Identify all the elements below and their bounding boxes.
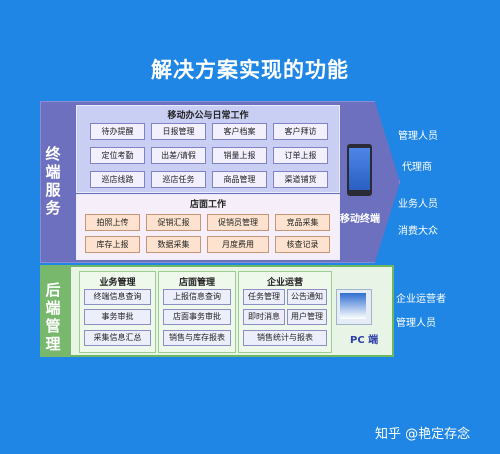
backend-management-side bbox=[40, 265, 71, 357]
cell-mobile-1-1: 出差/请假 bbox=[151, 147, 206, 164]
cell-store-1-2: 月度费用 bbox=[207, 236, 269, 253]
mobile-phone-icon bbox=[347, 144, 372, 196]
mobile-office-panel: 移动办公与日常工作 待办提醒 日报管理 客户档案 客户拜访 定位考勤 出差/请假… bbox=[76, 105, 340, 193]
enterprise-item-im: 即时消息 bbox=[243, 309, 285, 325]
enterprise-operations-panel: 企业运营 任务管理 公告通知 即时消息 用户管理 销售统计与报表 bbox=[238, 271, 332, 353]
watermark: 知乎 @艳定存念 bbox=[375, 427, 471, 442]
cell-mobile-2-0: 巡店线路 bbox=[90, 171, 145, 188]
cell-store-0-3: 竞品采集 bbox=[275, 214, 330, 231]
store-item-1: 店面事务审批 bbox=[163, 309, 231, 325]
mobile-office-title: 移动办公与日常工作 bbox=[167, 111, 249, 121]
pc-icon bbox=[336, 289, 372, 325]
cell-store-0-2: 促销员管理 bbox=[207, 214, 269, 231]
store-work-panel: 店面工作 拍照上传 促销汇报 促销员管理 竞品采集 库存上报 数据采集 月度费用… bbox=[76, 194, 340, 260]
cell-store-1-1: 数据采集 bbox=[146, 236, 201, 253]
store-item-0: 上报信息查询 bbox=[163, 289, 231, 305]
business-item-1: 事务审批 bbox=[84, 309, 151, 325]
cell-mobile-2-2: 商品管理 bbox=[212, 171, 267, 188]
cell-mobile-2-3: 渠道铺货 bbox=[273, 171, 328, 188]
store-work-title: 店面工作 bbox=[189, 200, 226, 210]
cell-mobile-1-3: 订单上报 bbox=[273, 147, 328, 164]
page-title: 解决方案实现的功能 bbox=[151, 58, 349, 82]
store-item-2: 销售与库存报表 bbox=[163, 330, 231, 346]
right-label-agents: 代理商 bbox=[402, 162, 432, 173]
right-label-public: 消费大众 bbox=[398, 226, 438, 237]
business-management-panel: 业务管理 终端信息查询 事务审批 采集信息汇总 bbox=[79, 271, 156, 353]
cell-mobile-2-1: 巡店任务 bbox=[151, 171, 206, 188]
cell-store-1-0: 库存上报 bbox=[85, 236, 140, 253]
cell-mobile-1-0: 定位考勤 bbox=[90, 147, 145, 164]
right-label-managers: 管理人员 bbox=[398, 131, 438, 142]
cell-mobile-0-1: 日报管理 bbox=[151, 123, 206, 140]
terminal-services-label: 终端服务 bbox=[45, 145, 61, 217]
enterprise-item-users: 用户管理 bbox=[287, 309, 327, 325]
cell-mobile-0-2: 客户档案 bbox=[212, 123, 267, 140]
cell-mobile-0-0: 待办提醒 bbox=[90, 123, 145, 140]
business-item-0: 终端信息查询 bbox=[84, 289, 151, 305]
enterprise-item-task: 任务管理 bbox=[243, 289, 285, 305]
cell-store-0-1: 促销汇报 bbox=[146, 214, 201, 231]
enterprise-item-notice: 公告通知 bbox=[287, 289, 327, 305]
pc-label: PC 端 bbox=[350, 335, 379, 346]
right-label-operators: 企业运营者 bbox=[396, 294, 446, 305]
cell-mobile-1-2: 销量上报 bbox=[212, 147, 267, 164]
store-management-panel: 店面管理 上报信息查询 店面事务审批 销售与库存报表 bbox=[158, 271, 236, 353]
business-item-2: 采集信息汇总 bbox=[84, 330, 151, 346]
cell-mobile-0-3: 客户拜访 bbox=[273, 123, 328, 140]
store-management-title: 店面管理 bbox=[178, 278, 215, 288]
right-label-sales-staff: 业务人员 bbox=[398, 199, 438, 210]
mobile-terminal-label: 移动终端 bbox=[340, 214, 380, 225]
right-label-backend-managers: 管理人员 bbox=[396, 318, 436, 329]
enterprise-item-sales-report: 销售统计与报表 bbox=[243, 330, 327, 346]
business-management-title: 业务管理 bbox=[99, 278, 136, 288]
backend-management-label: 后端管理 bbox=[45, 281, 61, 353]
enterprise-operations-title: 企业运营 bbox=[266, 278, 303, 288]
cell-store-0-0: 拍照上传 bbox=[85, 214, 140, 231]
cell-store-1-3: 核查记录 bbox=[275, 236, 330, 253]
